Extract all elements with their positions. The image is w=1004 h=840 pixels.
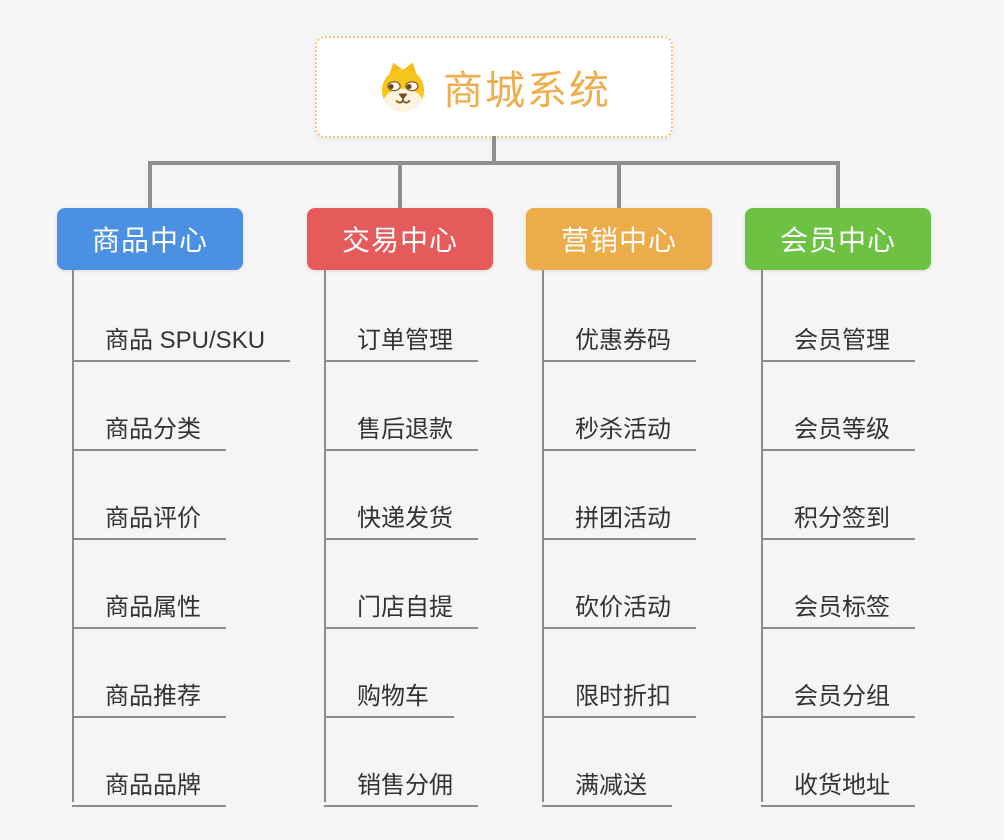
connector-branch-3-trunk	[542, 270, 544, 802]
dog-face-icon	[377, 61, 429, 113]
subtopic[interactable]: 订单管理	[324, 315, 478, 362]
subtopic[interactable]: 积分签到	[761, 493, 915, 540]
branch-2-subtopics: 订单管理 售后退款 快递发货 门店自提 购物车 销售分佣	[324, 270, 478, 807]
connector-drop-branch-2	[398, 164, 402, 208]
branch-topic-marketing-center[interactable]: 营销中心	[526, 208, 712, 270]
connector-horizontal-rail	[148, 161, 840, 165]
branch-topic-product-center[interactable]: 商品中心	[57, 208, 243, 270]
subtopic[interactable]: 满减送	[542, 760, 672, 807]
connector-branch-1-trunk	[72, 270, 74, 802]
subtopic[interactable]: 门店自提	[324, 582, 478, 629]
subtopic[interactable]: 商品分类	[72, 404, 226, 451]
subtopic[interactable]: 售后退款	[324, 404, 478, 451]
subtopic[interactable]: 会员管理	[761, 315, 915, 362]
subtopic[interactable]: 秒杀活动	[542, 404, 696, 451]
subtopic[interactable]: 商品推荐	[72, 671, 226, 718]
subtopic[interactable]: 会员标签	[761, 582, 915, 629]
branch-1-subtopics: 商品 SPU/SKU 商品分类 商品评价 商品属性 商品推荐 商品品牌	[72, 270, 291, 807]
subtopic[interactable]: 商品 SPU/SKU	[72, 315, 291, 362]
connector-branch-2-trunk	[324, 270, 326, 802]
connector-root-stem	[492, 136, 496, 164]
subtopic[interactable]: 限时折扣	[542, 671, 696, 718]
root-topic-label: 商城系统	[443, 69, 611, 113]
subtopic[interactable]: 购物车	[324, 671, 454, 718]
subtopic[interactable]: 快递发货	[324, 493, 478, 540]
subtopic[interactable]: 优惠券码	[542, 315, 696, 362]
branch-topic-trade-center[interactable]: 交易中心	[307, 208, 493, 270]
branch-3-subtopics: 优惠券码 秒杀活动 拼团活动 砍价活动 限时折扣 满减送	[542, 270, 696, 807]
subtopic[interactable]: 会员等级	[761, 404, 915, 451]
subtopic[interactable]: 砍价活动	[542, 582, 696, 629]
root-topic[interactable]: 商城系统	[315, 36, 673, 138]
subtopic[interactable]: 拼团活动	[542, 493, 696, 540]
subtopic[interactable]: 商品属性	[72, 582, 226, 629]
branch-topic-member-center[interactable]: 会员中心	[745, 208, 931, 270]
connector-drop-branch-3	[617, 164, 621, 208]
subtopic[interactable]: 商品品牌	[72, 760, 226, 807]
subtopic[interactable]: 会员分组	[761, 671, 915, 718]
branch-4-subtopics: 会员管理 会员等级 积分签到 会员标签 会员分组 收货地址	[761, 270, 915, 807]
subtopic[interactable]: 收货地址	[761, 760, 915, 807]
connector-drop-branch-4	[836, 164, 840, 208]
subtopic[interactable]: 销售分佣	[324, 760, 478, 807]
connector-branch-4-trunk	[761, 270, 763, 802]
connector-drop-branch-1	[148, 164, 152, 208]
subtopic[interactable]: 商品评价	[72, 493, 226, 540]
